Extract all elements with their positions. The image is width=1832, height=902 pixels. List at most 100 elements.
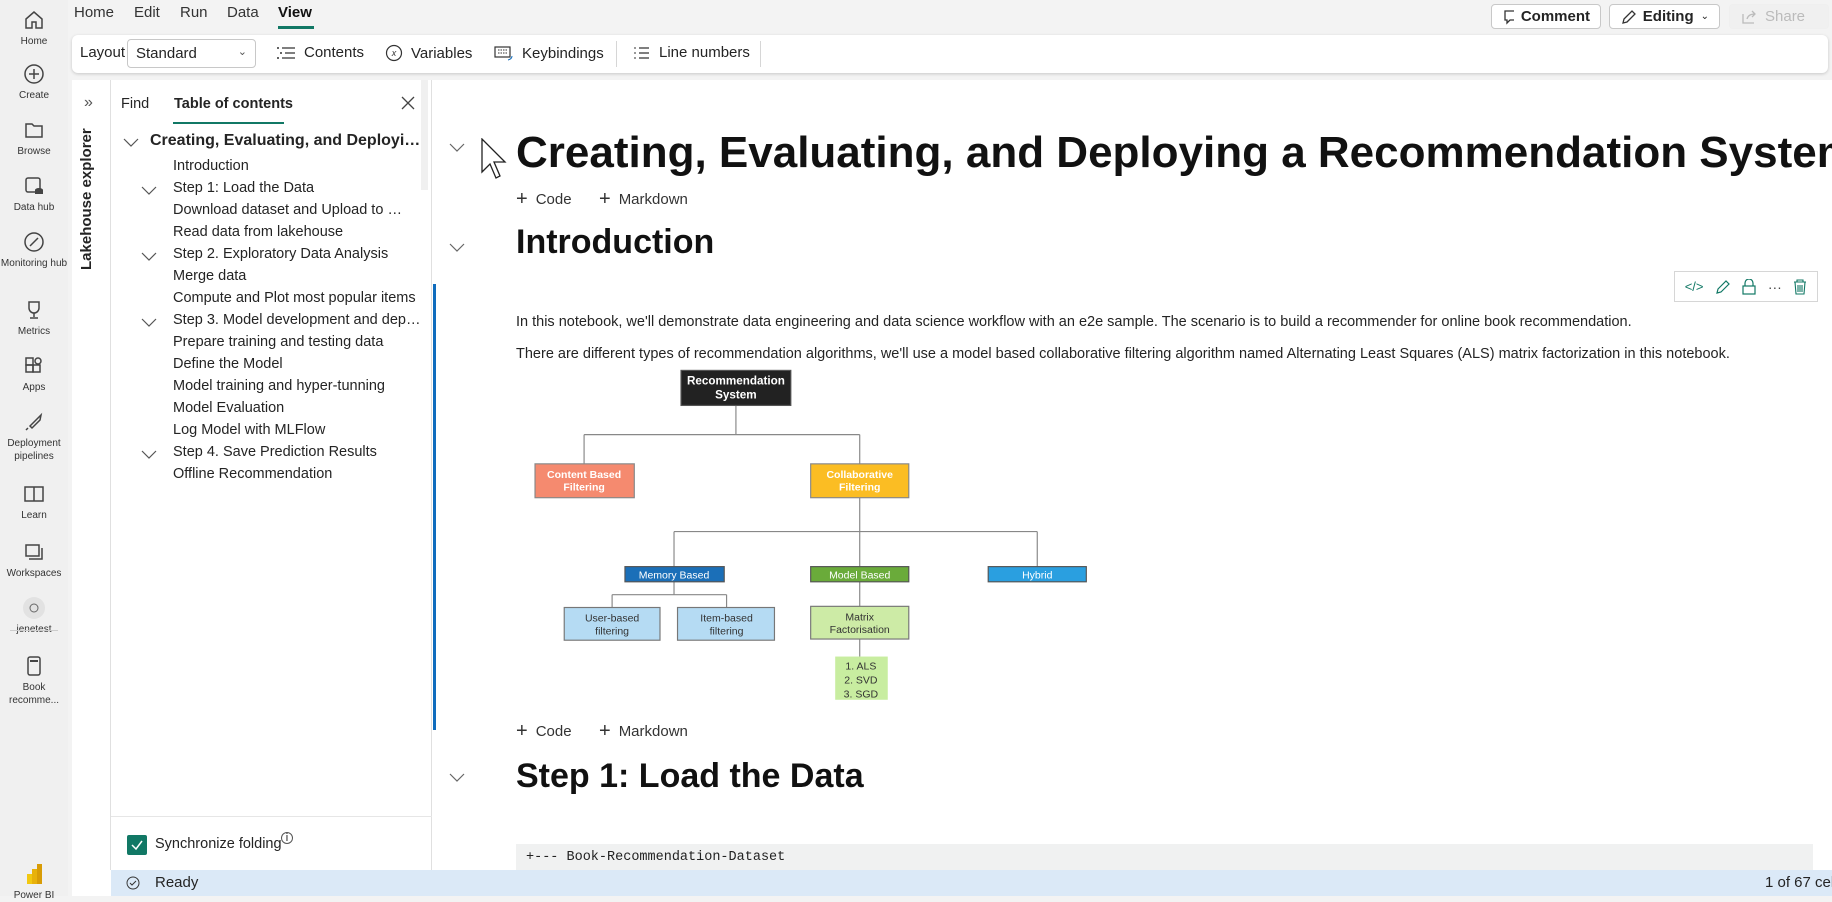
- nav-book-recommendation[interactable]: Book recomme...: [0, 654, 68, 707]
- nav-label: Apps: [22, 382, 46, 393]
- nav-power-bi[interactable]: Power BI: [0, 862, 68, 902]
- toc-item[interactable]: Step 1: Load the Data: [173, 180, 315, 196]
- line-numbers-button[interactable]: Line numbers: [633, 44, 750, 61]
- share-button[interactable]: Share: [1729, 4, 1829, 29]
- delete-icon[interactable]: [1793, 278, 1807, 295]
- nav-deployment-pipelines[interactable]: Deployment pipelines: [0, 410, 68, 463]
- svg-text:Factorisation: Factorisation: [830, 624, 890, 636]
- intro-paragraph-1: In this notebook, we'll demonstrate data…: [516, 314, 1632, 330]
- expand-icon[interactable]: »: [84, 94, 93, 111]
- toc-item[interactable]: Offline Recommendation: [173, 466, 333, 482]
- collapse-cell-icon[interactable]: [449, 242, 465, 252]
- svg-text:Model Based: Model Based: [829, 569, 890, 581]
- nav-label: Learn: [21, 510, 47, 521]
- plus-icon: +: [516, 188, 528, 210]
- comment-button[interactable]: Comment: [1491, 4, 1601, 29]
- svg-text:User-based: User-based: [585, 613, 639, 625]
- ribbon-divider: [760, 41, 761, 67]
- nav-learn[interactable]: Learn: [0, 482, 68, 522]
- nav-data-hub[interactable]: Data hub: [0, 174, 68, 214]
- toc-item[interactable]: Define the Model: [173, 356, 283, 372]
- chevron-down-icon[interactable]: [141, 317, 157, 327]
- lock-icon[interactable]: [1742, 278, 1756, 295]
- intro-paragraph-2: There are different types of recommendat…: [516, 346, 1730, 362]
- code-view-icon[interactable]: </>: [1684, 279, 1704, 294]
- toc-item[interactable]: Read data from lakehouse: [173, 224, 344, 240]
- diagram-node-hybrid: Hybrid: [987, 566, 1087, 583]
- add-code-cell-button[interactable]: +Code: [516, 188, 572, 211]
- menu-home[interactable]: Home: [74, 4, 115, 21]
- nav-workspaces[interactable]: Workspaces: [0, 540, 68, 580]
- menu-run[interactable]: Run: [180, 4, 208, 21]
- collapse-cell-icon[interactable]: [449, 772, 465, 782]
- chevron-down-icon[interactable]: [123, 137, 139, 147]
- nav-monitoring-hub[interactable]: Monitoring hub: [0, 230, 68, 270]
- pencil-icon: [1622, 9, 1636, 24]
- chevron-down-icon[interactable]: [141, 251, 157, 261]
- collapse-cell-icon[interactable]: [449, 142, 465, 152]
- scrollbar[interactable]: [421, 80, 428, 190]
- lakehouse-explorer-label[interactable]: Lakehouse explorer: [78, 128, 95, 270]
- svg-text:Memory Based: Memory Based: [639, 569, 710, 581]
- toc-item[interactable]: Log Model with MLFlow: [173, 422, 326, 438]
- lakehouse-explorer-collapsed[interactable]: » Lakehouse explorer: [72, 80, 111, 870]
- status-bar: Ready 1 of 67 cells: [111, 870, 1832, 896]
- tab-find[interactable]: Find: [121, 96, 150, 112]
- selected-cell-indicator: [433, 284, 436, 730]
- notebook-title: Creating, Evaluating, and Deploying a Re…: [516, 128, 1832, 177]
- toc-item[interactable]: Step 3. Model development and deploy: [173, 312, 421, 328]
- toc-item[interactable]: Compute and Plot most popular items: [173, 290, 416, 306]
- sync-folding-checkbox[interactable]: [127, 835, 147, 855]
- menu-edit[interactable]: Edit: [134, 4, 160, 21]
- editing-label: Editing: [1642, 8, 1694, 25]
- toc-item[interactable]: Model Evaluation: [173, 400, 285, 416]
- nav-apps[interactable]: Apps: [0, 354, 68, 394]
- workspace-avatar-icon: [23, 597, 45, 619]
- toc-item[interactable]: Prepare training and testing data: [173, 334, 384, 350]
- left-nav-rail: Home Create Browse Data hub Monitoring h…: [0, 0, 68, 901]
- nav-workspace-jenetest[interactable]: jenetest: [0, 596, 68, 636]
- chevron-down-icon[interactable]: [141, 449, 157, 459]
- tab-table-of-contents[interactable]: Table of contents: [174, 96, 293, 112]
- menu-view[interactable]: View: [278, 4, 312, 21]
- diagram-node-model-based: Model Based: [810, 566, 910, 583]
- close-icon[interactable]: [401, 96, 415, 110]
- nav-label: Workspaces: [6, 568, 62, 579]
- edit-icon[interactable]: [1715, 279, 1731, 295]
- chevron-down-icon[interactable]: [141, 185, 157, 195]
- ready-check-icon: [126, 876, 140, 890]
- menu-data[interactable]: Data: [227, 4, 259, 21]
- introduction-heading: Introduction: [516, 223, 715, 261]
- toc-item[interactable]: Merge data: [173, 268, 247, 284]
- monitoring-icon: [24, 232, 44, 252]
- add-markdown-cell-button[interactable]: +Markdown: [599, 188, 688, 211]
- nav-browse[interactable]: Browse: [0, 118, 68, 158]
- editing-mode-dropdown[interactable]: Editing⌄: [1609, 4, 1720, 29]
- keybindings-button[interactable]: Keybindings: [494, 44, 604, 62]
- nav-label: Home: [20, 36, 48, 47]
- add-code-cell-button[interactable]: +Code: [516, 720, 572, 743]
- contents-button[interactable]: Contents: [276, 44, 364, 61]
- toc-title[interactable]: Creating, Evaluating, and Deploying a Re…: [150, 132, 422, 149]
- toc-item[interactable]: Introduction: [173, 158, 249, 174]
- toc-item[interactable]: Download dataset and Upload to lakehouse: [173, 202, 405, 218]
- layout-select[interactable]: Standard⌄: [127, 39, 256, 68]
- code-output-cell[interactable]: +--- Book-Recommendation-Dataset: [516, 844, 1813, 870]
- nav-metrics[interactable]: Metrics: [0, 298, 68, 338]
- nav-home[interactable]: Home: [0, 8, 68, 48]
- toc-item[interactable]: Step 4. Save Prediction Results: [173, 444, 377, 460]
- toc-item[interactable]: Model training and hyper-tunning: [173, 378, 385, 394]
- info-icon[interactable]: i: [281, 832, 293, 844]
- add-markdown-cell-button[interactable]: +Markdown: [599, 720, 688, 743]
- more-icon[interactable]: ···: [1767, 278, 1782, 295]
- nav-create[interactable]: Create: [0, 62, 68, 102]
- toc-item[interactable]: Step 2. Exploratory Data Analysis: [173, 246, 389, 262]
- ribbon-divider: [616, 41, 617, 67]
- layout-label: Layout: [80, 44, 126, 61]
- apps-icon: [25, 357, 42, 373]
